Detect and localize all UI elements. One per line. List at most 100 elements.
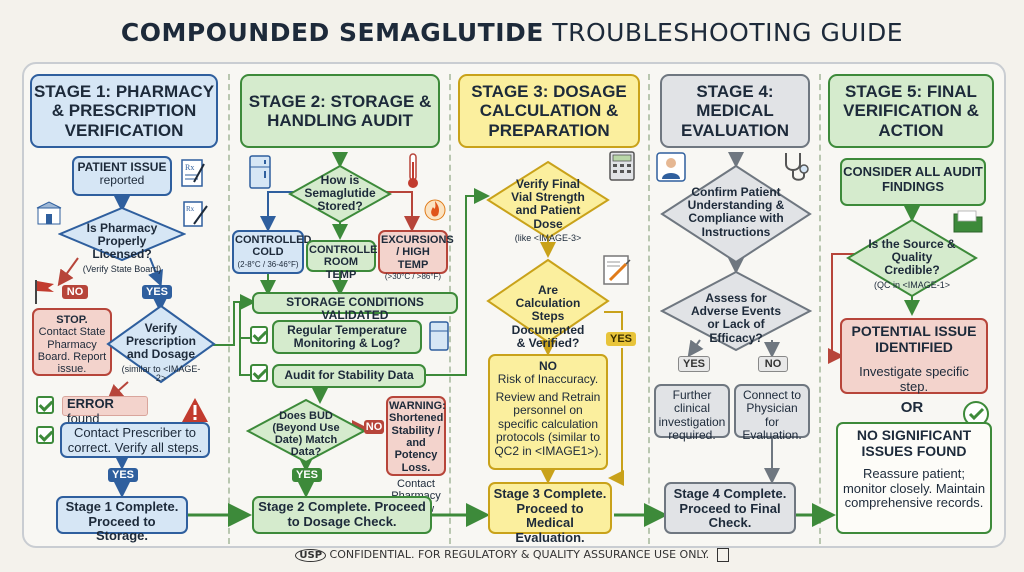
folder-icon [953, 210, 983, 233]
stage1-complete-box: Stage 1 Complete. Proceed to Storage. [56, 496, 188, 543]
no-significant-issues-box: NO SIGNIFICANT ISSUES FOUND Reassure pat… [836, 422, 992, 534]
stop-box: STOP. Contact State Pharmacy Board. Repo… [32, 308, 112, 376]
or-label: OR [900, 399, 924, 416]
no-tag: NO [62, 285, 88, 299]
stage1-complete-text: Stage 1 Complete. Proceed to Storage. [65, 499, 179, 544]
checklist-icon [716, 548, 729, 562]
vial-strength-text: Verify Final Vial Strength and Patient D… [511, 177, 585, 231]
licensed-question: Is Pharmacy Properly Licensed?(Verify St… [70, 221, 174, 274]
stage4-header: STAGE 4: MEDICAL EVALUATION [660, 74, 810, 148]
warning-text: WARNING: Shortened Stability / and Poten… [389, 400, 446, 474]
source-credible-sub: (QC in <IMAGE-1> [873, 279, 951, 290]
vial-strength-question: Verify Final Vial Strength and Patient D… [504, 177, 592, 244]
controlled-room-box: CONTROLLED ROOM TEMP [306, 240, 385, 281]
calculation-decision-diamond [486, 258, 610, 344]
warning-icon [182, 398, 208, 422]
stage3-title: STAGE 3: DOSAGE CALCULATION & PREPARATIO… [471, 82, 627, 140]
stage3-complete-box: Stage 3 Complete. Proceed to Medical Eva… [488, 482, 612, 544]
storage-decision-diamond [288, 164, 392, 224]
adverse-events-diamond [660, 270, 812, 352]
stage5-header: STAGE 5: FINAL VERIFICATION & ACTION [828, 74, 994, 148]
calculation-question: Are Calculation Steps Documented & Verif… [506, 283, 590, 350]
vial-strength-diamond [486, 160, 610, 240]
no-significant-issues-title: NO SIGNIFICANT ISSUES FOUND [856, 427, 972, 459]
syringe-note-icon [603, 255, 631, 285]
excursions-sub: (>30°C / >86°F) [384, 271, 442, 281]
warning-box: WARNING: Shortened Stability / and Poten… [386, 396, 446, 527]
calculation-no-title: NO [539, 359, 557, 373]
stage3-complete-text: Stage 3 Complete. Proceed to Medical Eva… [493, 486, 607, 545]
svg-text:Rx: Rx [186, 205, 195, 213]
patient-issue-reported: reported [99, 173, 145, 188]
adverse-events-question: Assess for Adverse Events or Lack of Eff… [684, 291, 788, 345]
stability-audit-box: Audit for Stability Data [272, 364, 426, 388]
stage2-title: STAGE 2: STORAGE & HANDLING AUDIT [248, 91, 432, 130]
storage-question: How is Semaglutide Stored? [302, 173, 378, 214]
title-bold: COMPOUNDED SEMAGLUTIDE [120, 18, 544, 47]
bud-question-text: Does BUD (Beyond Use Date) Match Data? [272, 410, 340, 459]
title-normal: TROUBLESHOOTING GUIDE [552, 18, 904, 47]
consider-findings-box: CONSIDER ALL AUDIT FINDINGS [840, 158, 986, 206]
contact-prescriber-text: Contact Prescriber to correct. Verify al… [67, 425, 203, 455]
error-rest: found [67, 410, 100, 426]
stage3-header: STAGE 3: DOSAGE CALCULATION & PREPARATIO… [458, 74, 640, 148]
svg-text:Rx: Rx [185, 163, 194, 172]
error-found-label: ERROR found [62, 396, 148, 425]
checkbox-icon [36, 426, 54, 444]
stage-divider [648, 74, 650, 544]
controlled-room-text: CONTROLLED ROOM TEMP [309, 244, 386, 281]
pharmacy-store-icon [36, 201, 62, 225]
licensed-question-sub: (Verify State Board) [82, 263, 162, 274]
stop-title: STOP. [56, 314, 88, 326]
calculation-risk-text: Risk of Inaccuracy. [497, 372, 599, 387]
yes-tag: YES [108, 468, 138, 482]
check-circle-icon [963, 401, 989, 427]
checkbox-icon [250, 326, 268, 344]
checkbox-icon [250, 364, 268, 382]
storage-validated-text: STORAGE CONDITIONS VALIDATED [286, 295, 424, 323]
licensed-question-text: Is Pharmacy Properly Licensed? [86, 221, 158, 262]
stage4-complete-box: Stage 4 Complete. Proceed to Final Check… [664, 482, 796, 534]
page-title: COMPOUNDED SEMAGLUTIDE TROUBLESHOOTING G… [0, 18, 1024, 47]
small-fridge-icon [429, 321, 449, 351]
controlled-cold-box: CONTROLLED COLD (2-8°C / 36-46°F) [232, 230, 311, 274]
consider-findings-text: CONSIDER ALL AUDIT FINDINGS [843, 164, 983, 194]
storage-question-text: How is Semaglutide Stored? [304, 173, 376, 214]
stage2-header: STAGE 2: STORAGE & HANDLING AUDIT [240, 74, 440, 148]
potential-issue-title: POTENTIAL ISSUE IDENTIFIED [851, 323, 977, 355]
confirm-understanding-question: Confirm Patient Understanding & Complian… [684, 185, 788, 239]
prescription-pen-icon: Rx [183, 201, 208, 227]
usp-logo: USP [295, 549, 327, 562]
storage-validated-box: STORAGE CONDITIONS VALIDATED [252, 292, 458, 322]
stage-divider [228, 74, 230, 544]
no-tag: NO [758, 356, 788, 372]
calculation-retrain-text: Review and Retrain personnel on specific… [494, 389, 602, 458]
stop-text: Contact State Pharmacy Board. Report iss… [37, 326, 107, 376]
stethoscope-icon [785, 153, 809, 181]
excursions-title: EXCURSIONS / HIGH TEMP [381, 234, 454, 271]
further-investigation-box: Further clinical investigation required. [654, 384, 730, 442]
prescription-doc-icon: Rx [181, 159, 205, 187]
checkbox-icon [36, 396, 54, 414]
refrigerator-icon [249, 155, 271, 189]
yes-tag: YES [678, 356, 710, 372]
calculation-question-text: Are Calculation Steps Documented & Verif… [511, 283, 585, 350]
verify-prescription-diamond [106, 304, 216, 384]
confirm-understanding-text: Confirm Patient Understanding & Complian… [687, 185, 785, 239]
bud-question: Does BUD (Beyond Use Date) Match Data? [264, 410, 348, 458]
calculation-no-box: NO Risk of Inaccuracy. Review and Retrai… [488, 354, 608, 470]
stability-audit-text: Audit for Stability Data [284, 368, 414, 382]
licensed-decision-diamond [58, 206, 186, 262]
stage4-complete-text: Stage 4 Complete. Proceed to Final Check… [673, 486, 787, 531]
stage1-title: STAGE 1: PHARMACY & PRESCRIPTION VERIFIC… [33, 82, 215, 140]
confirm-understanding-diamond [660, 164, 812, 264]
red-flag-icon [35, 280, 54, 304]
patient-issue-box: PATIENT ISSUE reported [72, 156, 172, 196]
footer-text: CONFIDENTIAL. FOR REGULATORY & QUALITY A… [329, 548, 710, 561]
verify-prescription-text: Verify Prescription and Dosage [125, 321, 197, 362]
source-credible-question: Is the Source & Quality Credible?(QC in … [864, 237, 960, 290]
potential-issue-box: POTENTIAL ISSUE IDENTIFIED Investigate s… [840, 318, 988, 394]
stage1-header: STAGE 1: PHARMACY & PRESCRIPTION VERIFIC… [30, 74, 218, 148]
potential-issue-text: Investigate specific step. [859, 364, 969, 394]
